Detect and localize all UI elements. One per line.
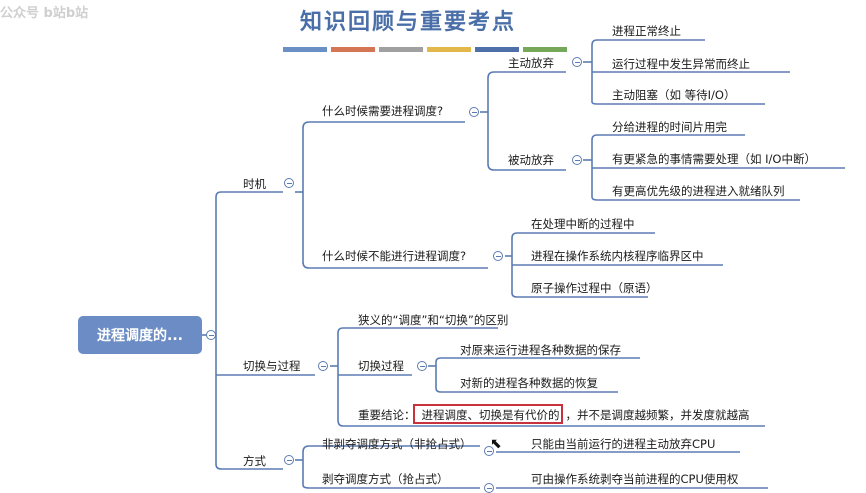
switch-process-label[interactable]: 切换过程 <box>358 359 404 373</box>
passive-collapse-icon[interactable] <box>572 155 582 165</box>
timing-label[interactable]: 时机 <box>243 177 266 191</box>
color-bar-5 <box>475 47 519 52</box>
when-not-label[interactable]: 什么时候不能进行进程调度? <box>322 249 467 263</box>
voluntary-label[interactable]: 主动放弃 <box>508 56 554 70</box>
highlight-box <box>413 404 563 424</box>
conclusion-suffix: ，并不是调度越频繁，并发度就越高 <box>565 408 750 422</box>
passive-label[interactable]: 被动放弃 <box>508 153 554 167</box>
when-not-collapse-icon[interactable] <box>493 251 503 261</box>
voluntary-item-3[interactable]: 主动阻塞（如 等待I/O） <box>612 88 736 102</box>
switching-collapse-icon[interactable] <box>318 361 328 371</box>
timing-collapse-icon[interactable] <box>284 178 294 188</box>
non-preemptive-desc[interactable]: 只能由当前运行的进程主动放弃CPU <box>531 437 716 451</box>
color-bar-6 <box>523 47 567 52</box>
preemptive-label[interactable]: 剥夺调度方式（抢占式） <box>322 472 449 486</box>
conclusion-prefix: 重要结论： <box>358 408 416 422</box>
switch-process-item-2[interactable]: 对新的进程各种数据的恢复 <box>460 376 598 390</box>
mouse-cursor-icon: ⬉ <box>490 436 502 452</box>
modes-collapse-icon[interactable] <box>284 455 294 465</box>
page-title: 知识回顾与重要考点 <box>300 9 517 35</box>
preemptive-collapse-icon[interactable] <box>484 483 494 493</box>
color-bar-3 <box>379 47 423 52</box>
passive-item-3[interactable]: 有更高优先级的进程进入就绪队列 <box>612 184 785 198</box>
switch-process-item-1[interactable]: 对原来运行进程各种数据的保存 <box>460 343 621 357</box>
modes-label[interactable]: 方式 <box>243 454 266 468</box>
root-collapse-icon[interactable] <box>206 330 216 340</box>
when-needed-collapse-icon[interactable] <box>469 107 479 117</box>
preemptive-desc[interactable]: 可由操作系统剥夺当前进程的CPU使用权 <box>531 472 739 486</box>
watermark: 公众号 b站b站 <box>0 6 89 21</box>
switch-process-collapse-icon[interactable] <box>417 361 427 371</box>
when-needed-label[interactable]: 什么时候需要进程调度? <box>322 104 444 118</box>
non-preemptive-label[interactable]: 非剥夺调度方式（非抢占式） <box>322 437 472 451</box>
conclusion-highlight: 进程调度、切换是有代价的 <box>421 408 560 422</box>
voluntary-item-2[interactable]: 运行过程中发生异常而终止 <box>612 57 750 71</box>
switching-label[interactable]: 切换与过程 <box>243 359 301 373</box>
conclusion[interactable]: 重要结论： 进程调度、切换是有代价的 ，并不是调度越频繁，并发度就越高 <box>358 408 750 422</box>
color-bar-2 <box>331 47 375 52</box>
voluntary-collapse-icon[interactable] <box>572 57 582 67</box>
passive-item-1[interactable]: 分给进程的时间片用完 <box>612 120 727 134</box>
voluntary-item-1[interactable]: 进程正常终止 <box>612 24 681 38</box>
color-bar-4 <box>427 47 471 52</box>
passive-item-2[interactable]: 有更紧急的事情需要处理（如 I/O中断） <box>612 152 816 166</box>
color-bar-1 <box>283 47 327 52</box>
root-node[interactable]: 进程调度的... <box>78 316 202 354</box>
non-preemptive-collapse-icon[interactable] <box>484 446 494 456</box>
narrow-definition[interactable]: 狭义的“调度”和“切换”的区别 <box>358 313 509 327</box>
when-not-item-3[interactable]: 原子操作过程中（原语） <box>531 281 658 295</box>
when-not-item-2[interactable]: 进程在操作系统内核程序临界区中 <box>531 249 704 263</box>
when-not-item-1[interactable]: 在处理中断的过程中 <box>531 217 635 231</box>
